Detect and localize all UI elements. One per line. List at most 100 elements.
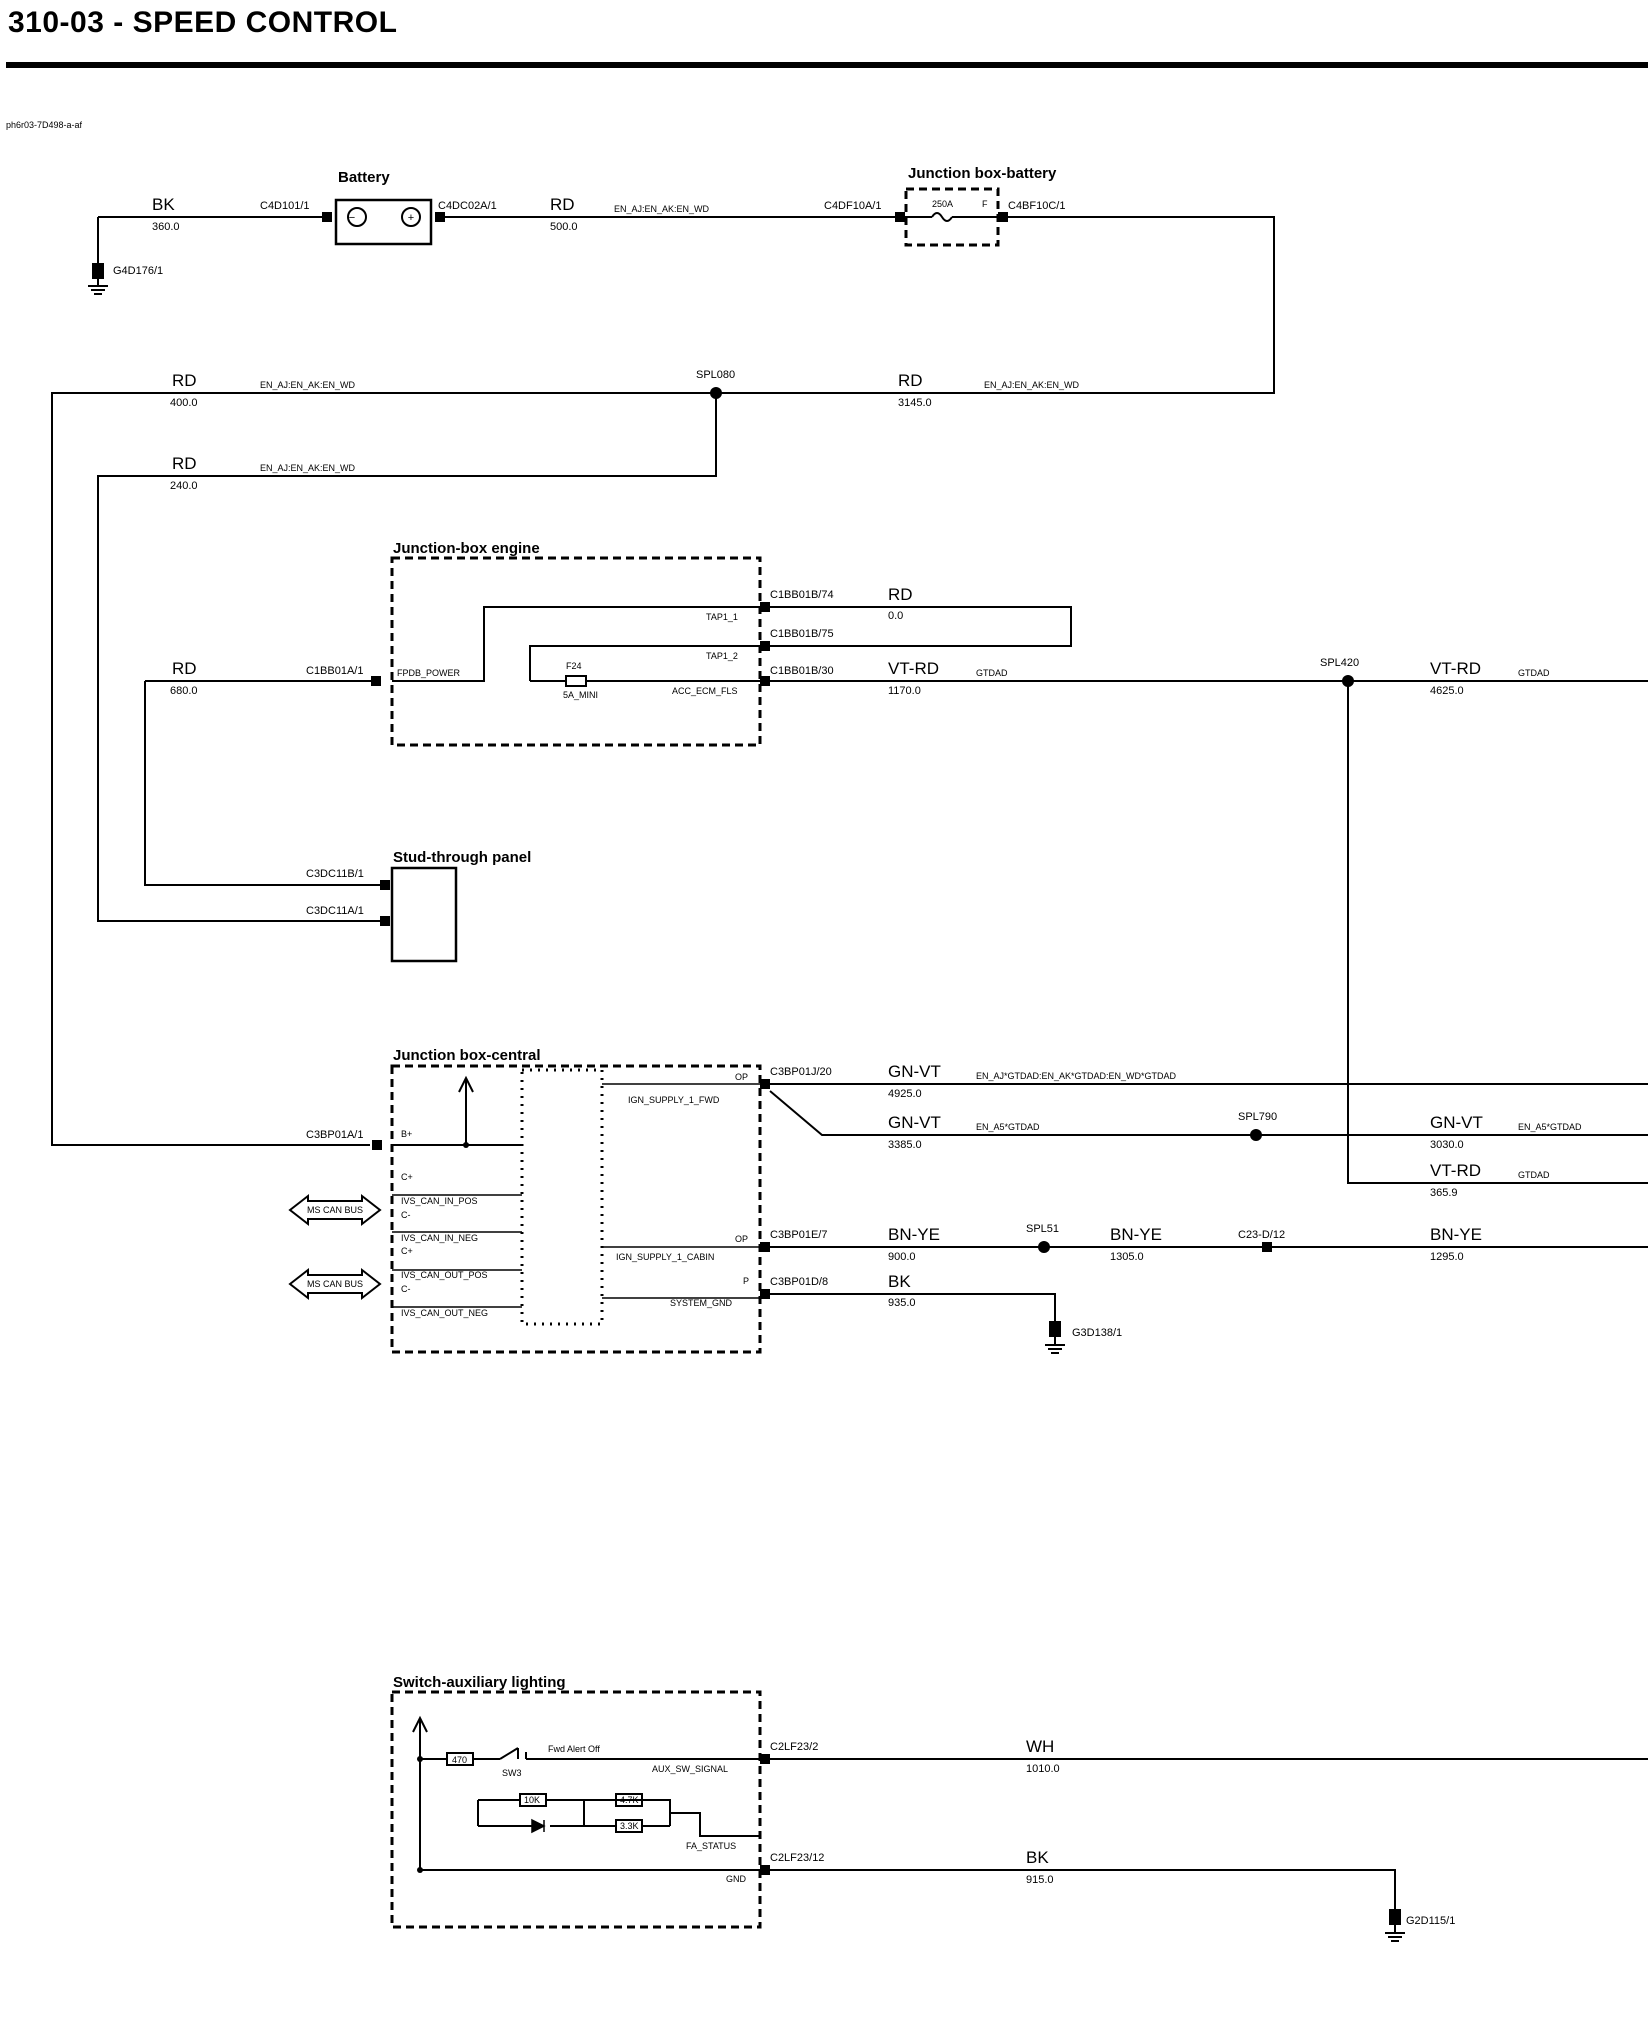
sheet-id: ph6r03-7D498-a-af	[6, 120, 83, 130]
label-battery: Battery	[338, 169, 390, 186]
splice-spl790	[1250, 1129, 1262, 1141]
connector-label: C4BF10C/1	[1008, 200, 1065, 212]
resistor-label: 10K	[524, 1795, 540, 1805]
conn-c4df10a	[895, 212, 905, 222]
page-title: 310-03 - SPEED CONTROL	[8, 6, 398, 39]
resistor-label: 3.3K	[620, 1821, 639, 1831]
wire-color: WH	[1026, 1737, 1054, 1756]
conn-c4bf10c	[998, 212, 1008, 222]
wire-color: BK	[888, 1272, 911, 1291]
ground-icon	[88, 263, 108, 295]
pin-label: IVS_CAN_IN_POS	[401, 1196, 478, 1206]
ground-label: G2D115/1	[1406, 1915, 1455, 1927]
wire-length: 4625.0	[1430, 685, 1464, 697]
wire-color: VT-RD	[1430, 659, 1481, 678]
wire-bk-935	[770, 1293, 1056, 1327]
jb-central-box	[390, 1064, 762, 1354]
switch-junction-dot	[417, 1756, 423, 1762]
connector-label: C3BP01E/7	[770, 1229, 827, 1241]
pin-label: C+	[401, 1246, 413, 1256]
conn-c1bb01a	[371, 676, 381, 686]
wire-option: GTDAD	[1518, 1170, 1550, 1180]
connector-label: C3DC11A/1	[306, 905, 364, 917]
engine-internal-fpdb	[392, 606, 760, 682]
wire-rd-680-down	[144, 681, 380, 886]
resistor-10k	[519, 1793, 547, 1807]
ms-can-label: MS CAN BUS	[307, 1205, 363, 1215]
wire-color: BK	[1026, 1848, 1049, 1867]
wire-rd-0	[770, 606, 1072, 647]
wire-length: 3385.0	[888, 1139, 922, 1151]
conn-c2lf23-2	[760, 1754, 770, 1764]
conn-c3bp01j	[760, 1079, 770, 1089]
wire-color: VT-RD	[1430, 1161, 1481, 1180]
connector-label: C3BP01J/20	[770, 1066, 832, 1078]
wire-option: EN_AJ:EN_AK:EN_WD	[260, 380, 356, 390]
pin-label: GND	[726, 1874, 747, 1884]
wire-bk-915	[770, 1869, 1396, 1915]
wire-color: BN-YE	[1430, 1225, 1482, 1244]
pin-label: P	[743, 1276, 749, 1286]
pin-label: FA_STATUS	[686, 1841, 736, 1851]
ms-can-bus-arrow-2	[288, 1267, 382, 1301]
switch-arrow	[412, 1715, 428, 1733]
wire-length: 0.0	[888, 610, 903, 622]
ground-icon	[1385, 1909, 1405, 1942]
pin-label: OP	[735, 1072, 748, 1082]
wire-length: 360.0	[152, 221, 180, 233]
conn-c1bb01b-74	[760, 602, 770, 612]
connector-label: C1BB01B/30	[770, 665, 834, 677]
wire-color: VT-RD	[888, 659, 939, 678]
wire-length: 680.0	[170, 685, 198, 697]
resistor-470	[446, 1752, 474, 1766]
connector-label: C2LF23/2	[770, 1741, 818, 1753]
pin-label: C-	[401, 1284, 411, 1294]
pin-label: SYSTEM_GND	[670, 1298, 733, 1308]
jb-central-module	[520, 1068, 604, 1326]
stud-panel-box	[390, 866, 458, 963]
wire-color: BN-YE	[888, 1225, 940, 1244]
conn-c3dc11a	[380, 916, 390, 926]
connector-label: C1BB01B/75	[770, 628, 834, 640]
fuse-label: 250A	[932, 199, 953, 209]
title-rule	[6, 62, 1648, 68]
connector-label: C3BP01D/8	[770, 1276, 828, 1288]
wire-color: GN-VT	[1430, 1113, 1483, 1132]
battery-box	[334, 198, 433, 246]
wire-color: GN-VT	[888, 1113, 941, 1132]
switch-fa-loop	[477, 1799, 671, 1826]
wire-color: RD	[898, 371, 923, 390]
conn-c3bp01e	[760, 1242, 770, 1252]
wire-length: 1010.0	[1026, 1763, 1060, 1775]
conn-c4d101	[322, 212, 332, 222]
connector-label: C23-D/12	[1238, 1229, 1285, 1241]
resistor-4k7	[615, 1793, 643, 1807]
engine-internal-tap2	[529, 645, 760, 681]
battery-plus: +	[408, 212, 414, 224]
wire-rd-400	[51, 392, 716, 1146]
connector-label: C4DF10A/1	[824, 200, 881, 212]
central-can-lines	[392, 1194, 522, 1308]
fuse-tag: F	[982, 199, 988, 209]
wire-length: 900.0	[888, 1251, 916, 1263]
splice-spl080	[710, 387, 722, 399]
resistor-label: 470	[452, 1755, 467, 1765]
pin-label: FPDB_POWER	[397, 668, 461, 678]
ground-label: G4D176/1	[113, 265, 163, 277]
wire-rd-240	[97, 393, 717, 922]
splice-spl420	[1342, 675, 1354, 687]
pin-label: TAP1_1	[706, 612, 738, 622]
switch-aux-box	[390, 1690, 762, 1929]
pin-label: IVS_CAN_OUT_NEG	[401, 1308, 488, 1318]
pin-label: IVS_CAN_IN_NEG	[401, 1233, 478, 1243]
conn-c3bp01d	[760, 1289, 770, 1299]
connector-label: C4DC02A/1	[438, 200, 497, 212]
wire-color: GN-VT	[888, 1062, 941, 1081]
label-switch-aux: Switch-auxiliary lighting	[393, 1674, 566, 1691]
wire-length: 400.0	[170, 397, 198, 409]
wire-length: 1170.0	[888, 685, 921, 697]
central-out-lines	[602, 1083, 760, 1299]
conn-c1bb01b-75	[760, 641, 770, 651]
conn-c3bp01a	[372, 1140, 382, 1150]
central-junction-dot	[463, 1142, 469, 1148]
